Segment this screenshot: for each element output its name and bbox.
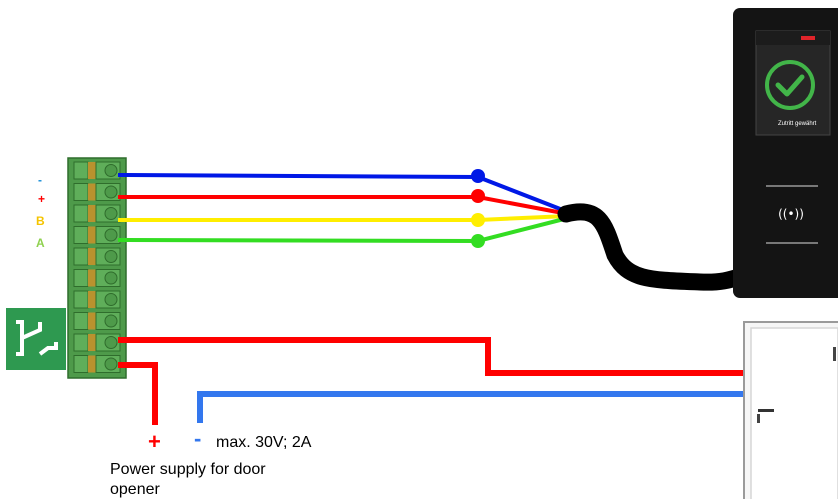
- relay-switch-icon: [6, 308, 66, 370]
- wire-a-dot: [471, 234, 485, 248]
- power-caption-line1: Power supply for door: [110, 461, 266, 478]
- power-plus-sign: +: [148, 429, 161, 454]
- data-wires: [117, 169, 569, 248]
- wire-plus: [118, 195, 569, 216]
- checkmark-icon: [765, 60, 815, 110]
- supply-wire-blue: [197, 391, 752, 423]
- terminal-slot: [73, 355, 121, 373]
- label-plus: +: [38, 192, 45, 206]
- power-rating: max. 30V; 2A: [216, 434, 312, 451]
- label-a: A: [36, 236, 45, 250]
- terminal-slot: [73, 269, 121, 287]
- supply-wire-red: [118, 362, 158, 425]
- terminal-slot: [73, 161, 121, 180]
- terminal-slot: [73, 183, 121, 201]
- wire-b: [118, 214, 569, 222]
- power-caption-line2: opener: [110, 481, 160, 498]
- terminal-block: [67, 157, 127, 379]
- terminal-slot: [73, 333, 121, 352]
- terminal-slot: [73, 226, 121, 244]
- terminal-slot: [73, 204, 121, 223]
- terminal-slot: [73, 290, 121, 309]
- reader-status-text: Zutritt gewährt: [778, 121, 817, 127]
- door-handle-icon: [757, 409, 774, 423]
- wire-minus: [117, 173, 569, 214]
- wire-minus-dot: [471, 169, 485, 183]
- door: [743, 321, 838, 499]
- label-minus: -: [38, 173, 42, 187]
- card-reader: Zutritt gewährt ((•)): [733, 8, 838, 298]
- reader-cable: [557, 203, 751, 291]
- door-wire-red: [118, 337, 752, 376]
- terminal-slot: [73, 312, 121, 330]
- nfc-icon: ((•)): [778, 207, 804, 221]
- power-minus-sign: -: [194, 426, 201, 451]
- terminal-slot: [73, 247, 121, 266]
- wire-plus-dot: [471, 189, 485, 203]
- label-b: B: [36, 214, 45, 228]
- wire-b-dot: [471, 213, 485, 227]
